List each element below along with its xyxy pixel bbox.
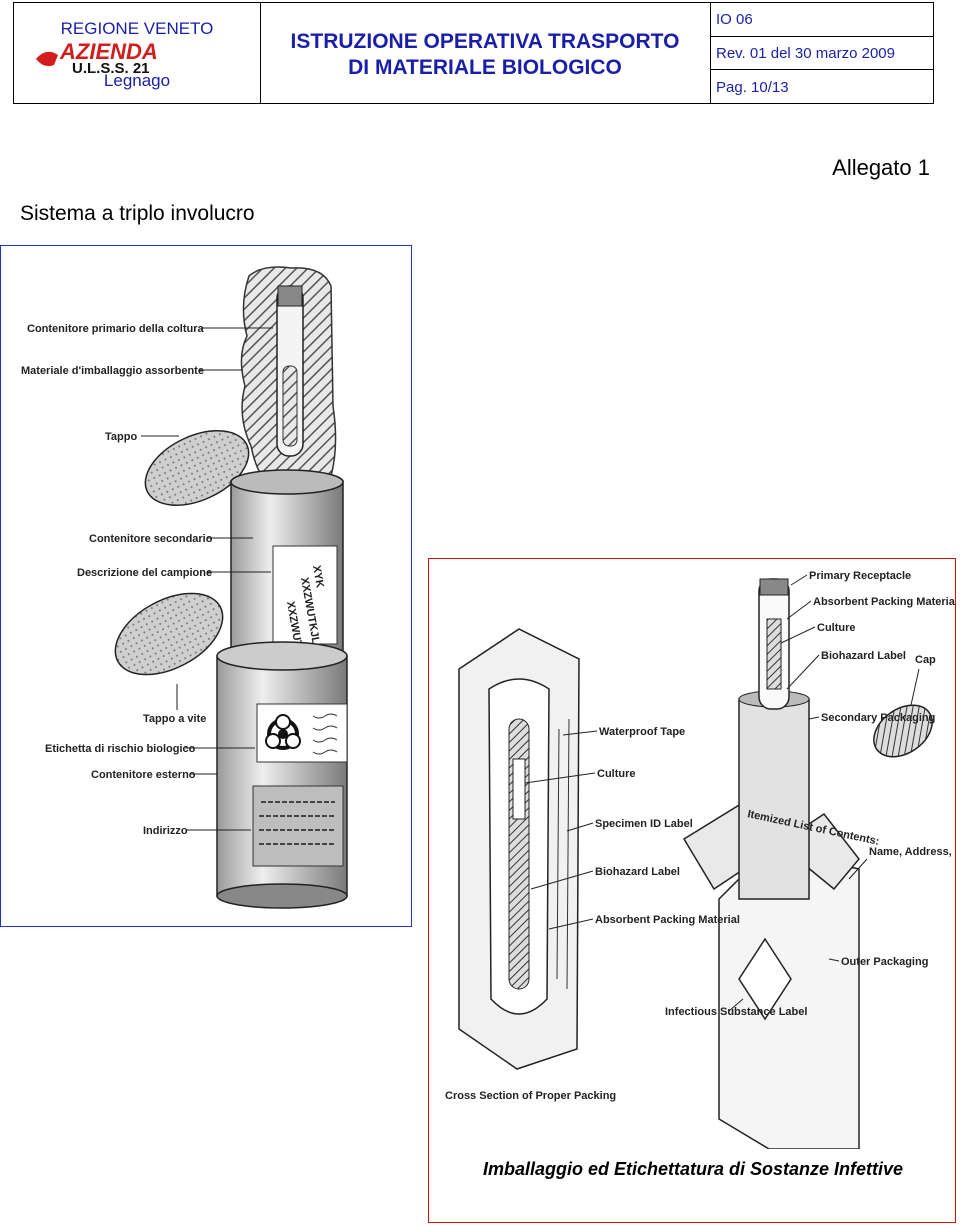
screw-cap-shape bbox=[114, 592, 224, 676]
infectious-packaging-illustration: Primary Receptacle Absorbent Packing Mat… bbox=[445, 570, 960, 1150]
doc-code: IO 06 bbox=[710, 3, 933, 37]
label-primary-receptacle: Primary Receptacle bbox=[809, 570, 911, 582]
document-title-line1: ISTRUZIONE OPERATIVA TRASPORTO bbox=[290, 30, 680, 53]
figure-infectious-packaging: Primary Receptacle Absorbent Packing Mat… bbox=[428, 558, 960, 1223]
label-biohazard-2: Biohazard Label bbox=[595, 866, 680, 878]
azienda-ulss-logo: AZIENDA U.L.S.S. 21 bbox=[32, 39, 252, 77]
page-number: Pag. 10/13 bbox=[716, 79, 789, 96]
specimen-description-label bbox=[272, 545, 338, 645]
allegato-label: Allegato 1 bbox=[832, 155, 930, 180]
label-waterproof-tape: Waterproof Tape bbox=[599, 726, 685, 738]
label-screw-cap: Tappo a vite bbox=[143, 713, 206, 725]
cap-mesh bbox=[873, 704, 933, 758]
label-specimen-description: Descrizione del campione bbox=[77, 567, 212, 579]
label-secondary-packaging: Secondary Packaging bbox=[821, 712, 935, 724]
cap-shape bbox=[144, 430, 250, 506]
figure-caption: Imballaggio ed Etichettatura di Sostanze… bbox=[482, 1159, 904, 1179]
label-address: Indirizzo bbox=[143, 825, 188, 837]
document-title-line2: DI MATERIALE BIOLOGICO bbox=[348, 56, 622, 79]
label-biohazard: Biohazard Label bbox=[821, 650, 906, 662]
label-outer-packaging: Outer Packaging bbox=[841, 956, 928, 968]
header-meta-cell: IO 06 Rev. 01 del 30 marzo 2009 Pag. 10/… bbox=[710, 3, 933, 103]
header-logo-cell: REGIONE VENETO AZIENDA U.L.S.S. 21 Legna… bbox=[14, 3, 261, 103]
label-primary-container: Contenitore primario della coltura bbox=[27, 323, 205, 335]
label-biohazard: Etichetta di rischio biologico bbox=[45, 743, 196, 755]
label-specimen-id: Specimen ID Label bbox=[595, 818, 693, 830]
label-infectious-substance: Infectious Substance Label bbox=[665, 1006, 807, 1018]
label-absorbent-packing: Absorbent Packing Material bbox=[813, 596, 955, 608]
section-title: Sistema a triplo involucro bbox=[20, 202, 255, 225]
label-secondary-container: Contenitore secondario bbox=[89, 533, 213, 545]
label-absorbent-packing-2: Absorbent Packing Material bbox=[595, 914, 740, 926]
figure-triple-packaging: XYK XXZWUTKJL XXZWUTKJL Contenitore prim… bbox=[0, 245, 412, 927]
header-title-cell: ISTRUZIONE OPERATIVA TRASPORTO DI MATERI… bbox=[260, 3, 711, 103]
label-cap: Cap bbox=[915, 654, 936, 666]
label-culture-2: Culture bbox=[597, 768, 636, 780]
label-shipper: Name, Address, & Telephone Number of Shi… bbox=[869, 846, 955, 858]
label-cross-section: Cross Section of Proper Packing bbox=[445, 1090, 616, 1102]
svg-text:AZIENDA: AZIENDA bbox=[59, 39, 158, 64]
label-culture: Culture bbox=[817, 622, 856, 634]
label-cap: Tappo bbox=[105, 431, 137, 443]
specimen-line: XYK bbox=[310, 564, 326, 588]
secondary-cylinder bbox=[738, 698, 810, 900]
revision: Rev. 01 del 30 marzo 2009 bbox=[710, 37, 933, 70]
infectious-substance-diamond bbox=[738, 937, 792, 1021]
triple-packaging-illustration: XYK XXZWUTKJL XXZWUTKJL Contenitore prim… bbox=[21, 266, 348, 909]
region-name: REGIONE VENETO bbox=[60, 19, 214, 38]
city-name: Legnago bbox=[103, 71, 171, 90]
biohazard-icon bbox=[265, 714, 301, 750]
document-header: REGIONE VENETO AZIENDA U.L.S.S. 21 Legna… bbox=[13, 2, 934, 104]
svg-text:U.L.S.S. 21: U.L.S.S. 21 bbox=[72, 60, 150, 77]
address-label-shape bbox=[252, 785, 344, 867]
label-outer-container: Contenitore esterno bbox=[91, 769, 196, 781]
label-absorbent-material: Materiale d'imballaggio assorbente bbox=[21, 365, 204, 377]
